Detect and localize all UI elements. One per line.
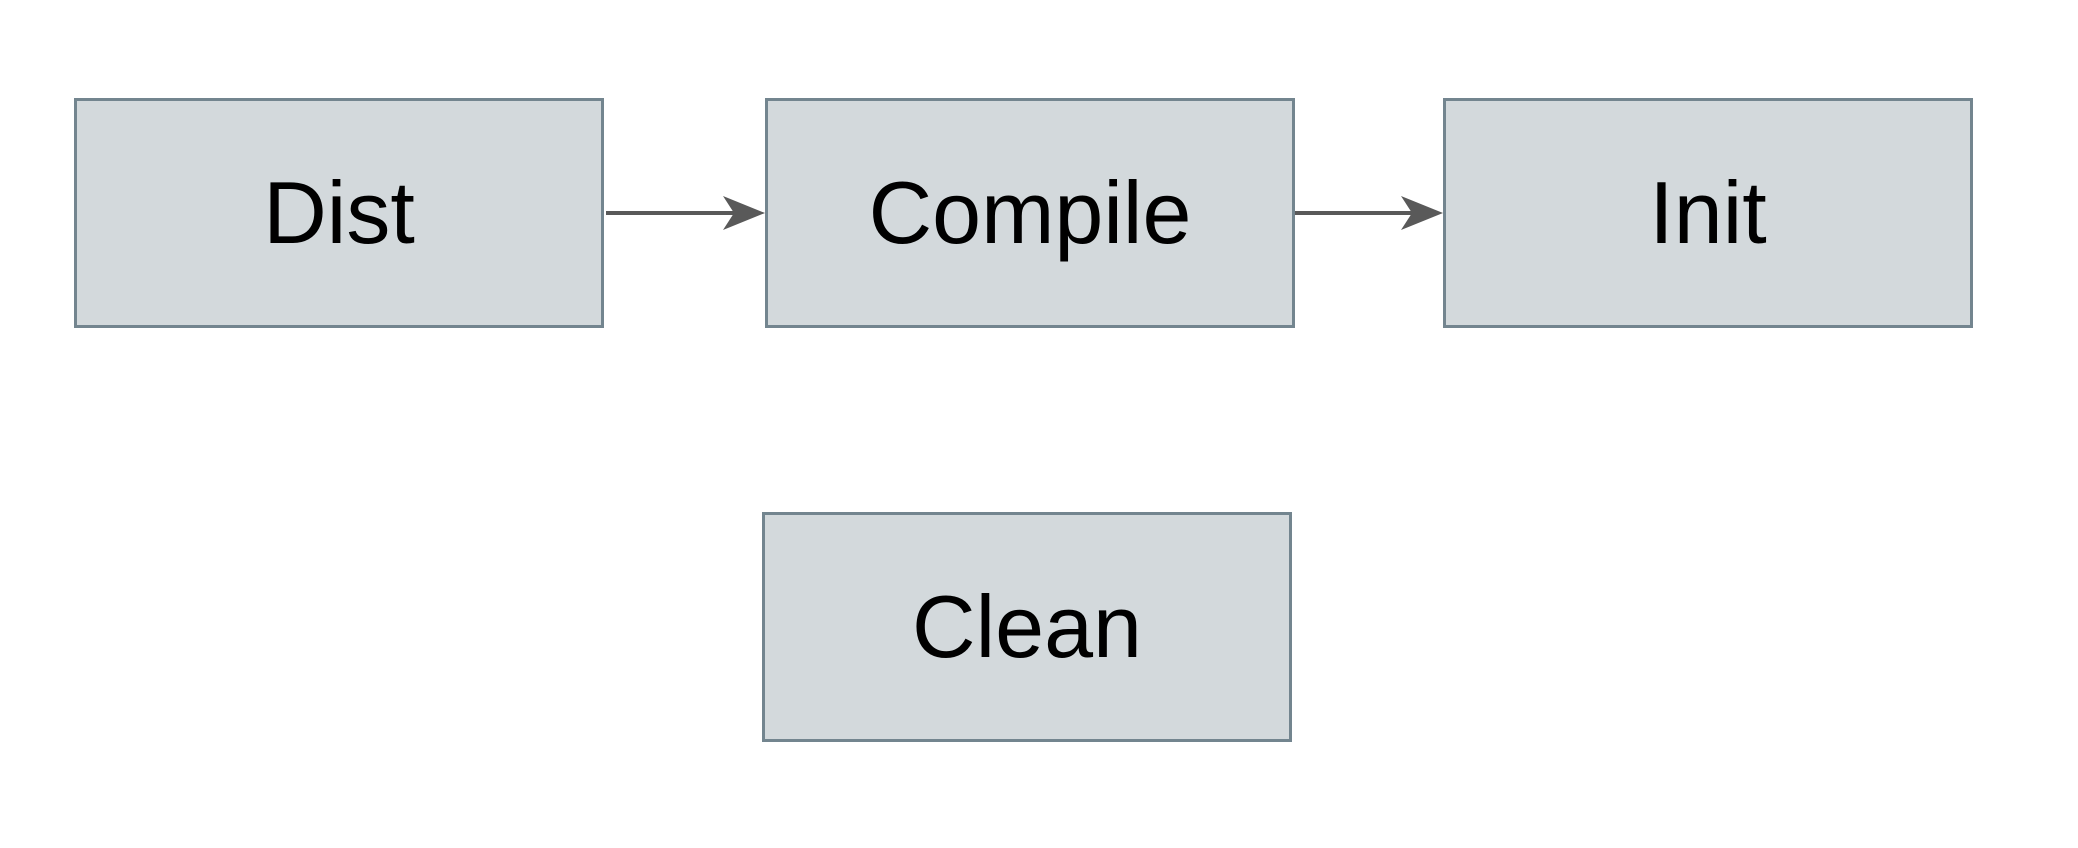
arrow-dist-to-compile [606,196,765,230]
node-init: Init [1443,98,1973,328]
node-init-label: Init [1649,163,1767,262]
node-dist-label: Dist [263,163,415,262]
node-compile-label: Compile [868,163,1192,262]
node-clean-label: Clean [912,577,1142,676]
node-compile: Compile [765,98,1295,328]
node-dist: Dist [74,98,604,328]
arrowhead-icon [1401,196,1443,230]
arrowhead-icon [723,196,765,230]
arrow-compile-to-init [1295,196,1443,230]
node-clean: Clean [762,512,1292,742]
